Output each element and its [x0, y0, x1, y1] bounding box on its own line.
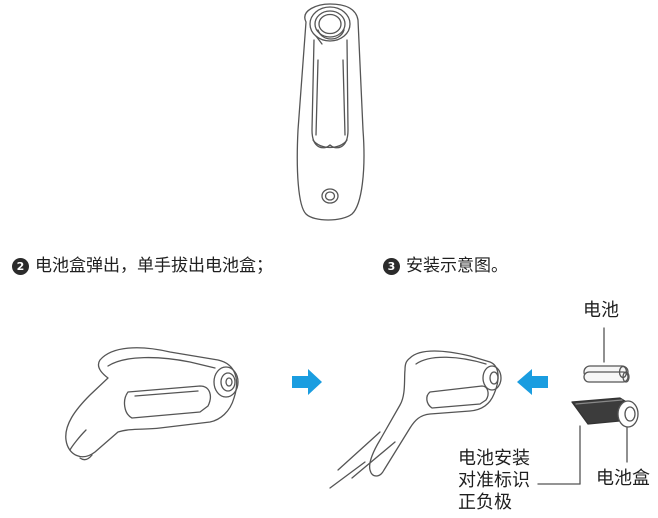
battery-box-label: 电池盒: [596, 468, 650, 489]
battery-label: 电池: [583, 300, 619, 321]
step-number-badge: 3: [383, 257, 400, 275]
step-text: 安装示意图。: [406, 256, 508, 276]
align-mark-line-1: 电池安装: [458, 448, 530, 469]
align-mark-line-3: 正负极: [458, 492, 512, 513]
align-mark-line-2: 对准标识: [458, 470, 530, 491]
step-2-caption: 2 电池盒弹出，单手拔出电池盒；: [12, 256, 273, 276]
step-3-caption: 3 安装示意图。: [383, 256, 508, 276]
align-mark-label: 电池安装 对准标识 正负极: [458, 448, 530, 514]
step-text: 电池盒弹出，单手拔出电池盒；: [35, 256, 273, 276]
step-number-badge: 2: [12, 257, 29, 275]
